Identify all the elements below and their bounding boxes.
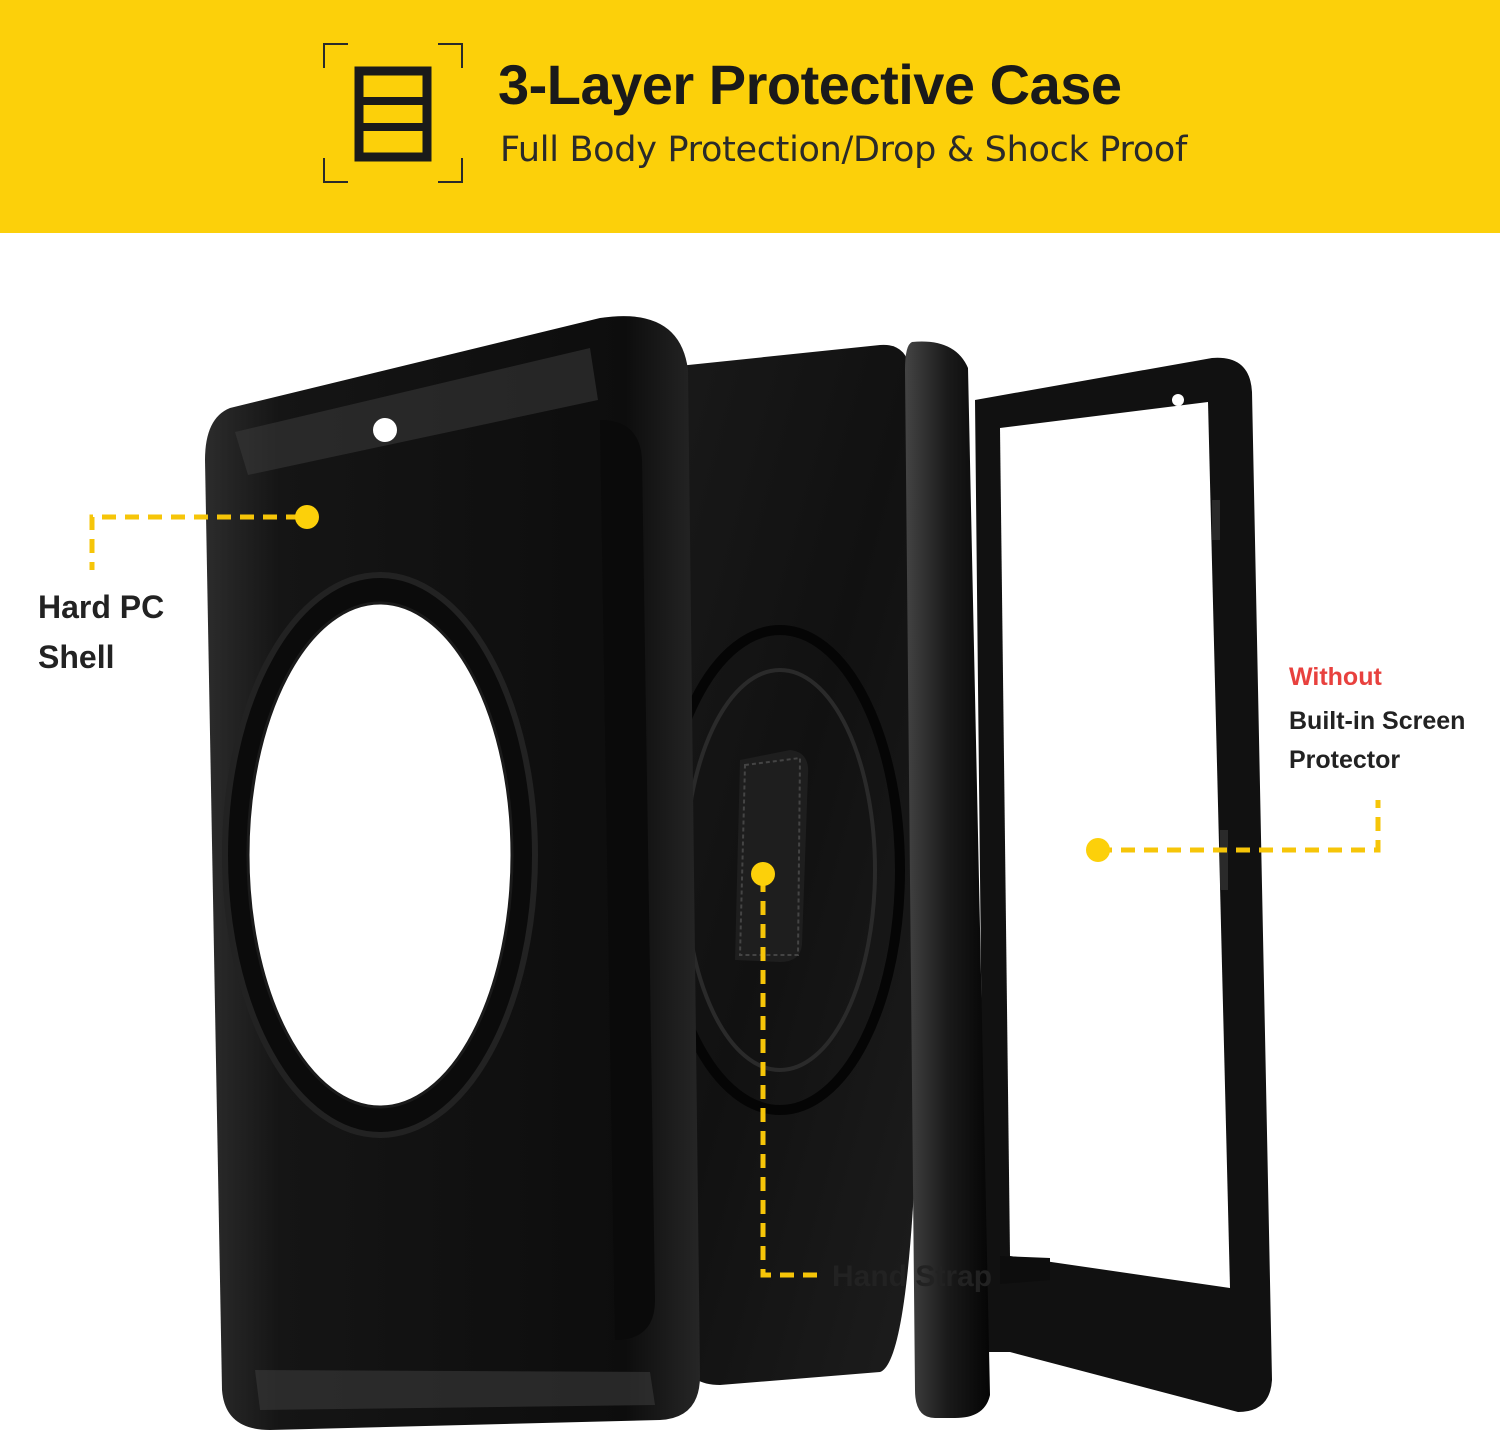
hard-pc-dot: [295, 505, 319, 529]
layers-icon: [323, 43, 463, 183]
hard-pc-leader: [89, 514, 300, 570]
callout-lines: [89, 514, 1381, 1278]
product-illustration: [89, 316, 1381, 1431]
hand-strap-dot: [751, 862, 775, 886]
hard-pc-shell: [205, 316, 700, 1431]
hand-strap-label: Hand Strap: [832, 1260, 993, 1293]
banner-title: 3-Layer Protective Case: [498, 53, 1122, 116]
screen-protector-leader: [1098, 800, 1381, 853]
without-label: Without: [1289, 663, 1382, 691]
header-banner: 3-Layer Protective Case Full Body Protec…: [0, 0, 1500, 233]
screen-protector-dot: [1086, 838, 1110, 862]
silicone-layer: [500, 341, 990, 1418]
hard-pc-shell-label: Hard PC Shell: [38, 589, 165, 675]
banner-subtitle: Full Body Protection/Drop & Shock Proof: [500, 130, 1188, 170]
hand-strap-leader: [760, 878, 825, 1278]
screen-frame: [975, 357, 1272, 1412]
screen-protector-label: Built-in Screen Protector: [1289, 707, 1466, 774]
